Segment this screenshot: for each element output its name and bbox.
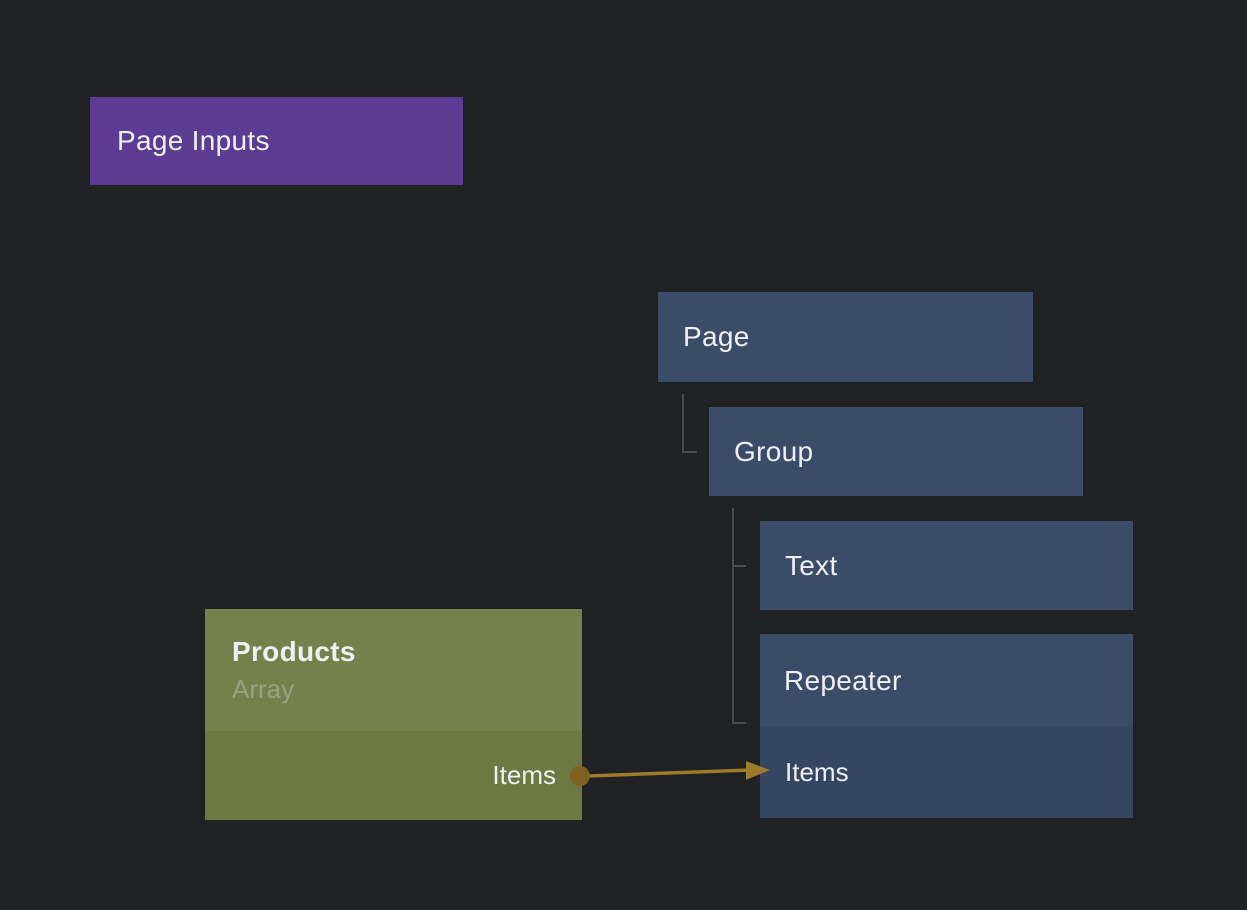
- node-page[interactable]: Page: [658, 292, 1033, 382]
- products-items-output-row[interactable]: Items: [205, 731, 582, 820]
- node-group-title: Group: [734, 435, 814, 467]
- tree-connector-group-vertical: [732, 508, 734, 724]
- node-repeater-header[interactable]: Repeater: [760, 634, 1133, 727]
- node-repeater-title: Repeater: [784, 664, 902, 696]
- node-products-header[interactable]: Products Array: [205, 609, 582, 731]
- node-text[interactable]: Text: [760, 521, 1133, 610]
- node-text-title: Text: [785, 549, 838, 581]
- tree-connector-repeater-stub: [732, 722, 746, 724]
- products-items-output-port-dot[interactable]: [570, 766, 590, 786]
- products-items-output-label: Items: [492, 760, 556, 790]
- repeater-items-input-label: Items: [785, 757, 849, 787]
- repeater-items-input-row[interactable]: Items: [760, 727, 1133, 818]
- node-products-title: Products: [232, 635, 356, 667]
- tree-connector-page-vertical: [682, 394, 684, 453]
- node-page-inputs-title: Page Inputs: [117, 125, 270, 156]
- node-page-inputs[interactable]: Page Inputs: [90, 97, 463, 185]
- node-products-type-label: Array: [232, 673, 295, 704]
- node-products[interactable]: Products Array Items: [205, 609, 582, 820]
- tree-connector-text-stub: [732, 565, 746, 567]
- node-page-title: Page: [683, 321, 750, 352]
- node-group[interactable]: Group: [709, 407, 1083, 496]
- tree-connector-group-stub: [682, 451, 697, 453]
- connection-wire[interactable]: [587, 768, 751, 778]
- node-repeater[interactable]: Repeater Items: [760, 634, 1133, 818]
